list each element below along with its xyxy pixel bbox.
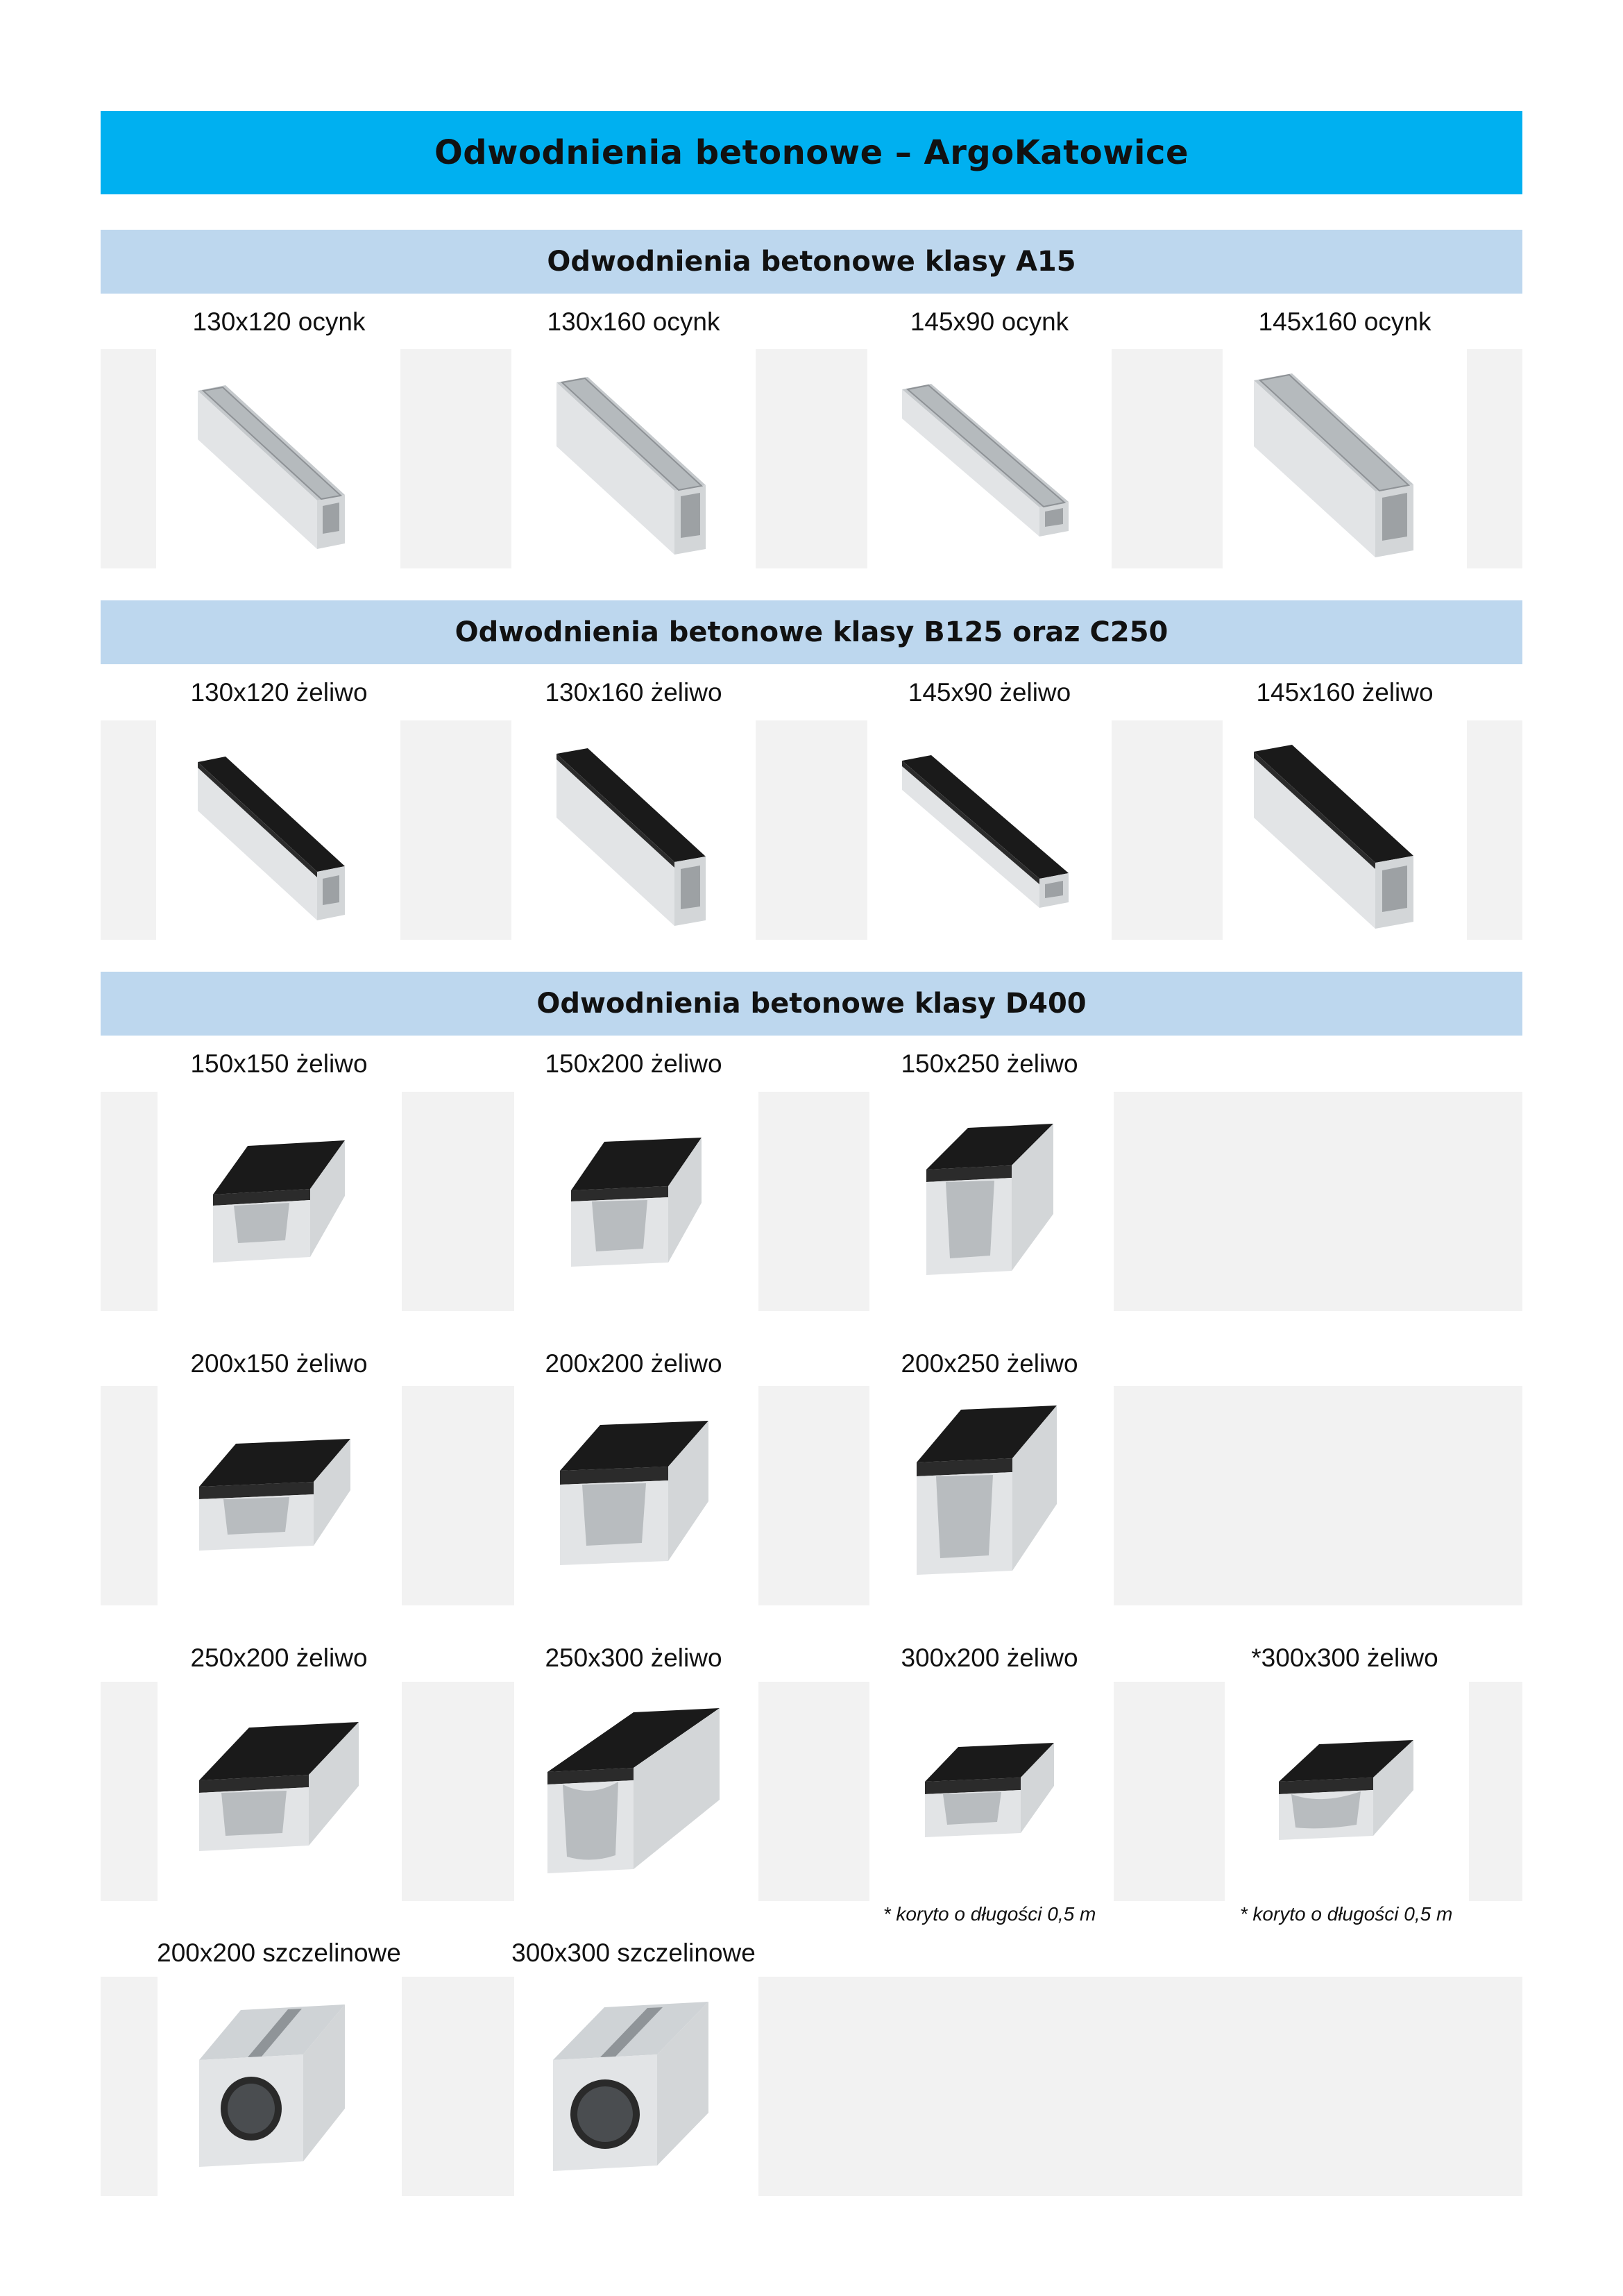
- section-heading-text: Odwodnienia betonowe klasy A15: [547, 246, 1076, 278]
- product-image: [158, 1977, 402, 2196]
- concrete-channel-galvanized-grate-icon: [198, 385, 345, 549]
- product-label: 130x160 ocynk: [547, 307, 720, 336]
- section-heading-d400: Odwodnienia betonowe klasy D400: [101, 972, 1522, 1036]
- concrete-channel-cast-iron-grate-icon: [902, 755, 1069, 908]
- section-heading-a15: Odwodnienia betonowe klasy A15: [101, 230, 1522, 294]
- product-image: [156, 349, 400, 568]
- length-footnote: * koryto o długości 0,5 m: [883, 1903, 1096, 1925]
- image-band-d400-row2: [101, 1386, 1522, 1605]
- product-image: [511, 349, 756, 568]
- concrete-channel-cast-iron-grate-icon: [199, 1439, 350, 1551]
- product-label: 145x90 ocynk: [910, 307, 1069, 336]
- product-label: 130x160 żeliwo: [545, 678, 722, 707]
- product-image: [869, 1682, 1114, 1901]
- product-image: [1223, 720, 1467, 940]
- product-image: [869, 1386, 1114, 1605]
- concrete-channel-cast-iron-grate-icon: [547, 1708, 720, 1873]
- concrete-channel-cast-iron-grate-icon: [198, 757, 345, 920]
- product-label: 145x160 ocynk: [1258, 307, 1431, 336]
- product-label: 130x120 ocynk: [192, 307, 366, 336]
- product-image: [158, 1092, 402, 1311]
- concrete-channel-cast-iron-grate-icon: [917, 1406, 1057, 1575]
- product-label: 150x200 żeliwo: [545, 1049, 722, 1078]
- product-label: 150x250 żeliwo: [901, 1049, 1078, 1078]
- concrete-channel-cast-iron-grate-icon: [556, 748, 706, 926]
- product-label: 145x160 żeliwo: [1256, 678, 1434, 707]
- concrete-channel-cast-iron-grate-icon: [926, 1124, 1053, 1275]
- slot-drain-block-icon: [553, 2002, 708, 2171]
- product-image: [514, 1386, 758, 1605]
- product-image: [158, 1386, 402, 1605]
- concrete-channel-cast-iron-grate-icon: [560, 1421, 708, 1565]
- product-image: [511, 720, 756, 940]
- concrete-channel-cast-iron-grate-icon: [213, 1140, 345, 1263]
- product-label: 200x250 żeliwo: [901, 1349, 1078, 1378]
- product-image: [514, 1977, 758, 2196]
- length-footnote: * koryto o długości 0,5 m: [1239, 1903, 1453, 1925]
- concrete-channel-galvanized-grate-icon: [902, 384, 1069, 537]
- product-image: [869, 1092, 1114, 1311]
- product-image: [514, 1682, 758, 1901]
- concrete-channel-cast-iron-grate-icon: [1279, 1740, 1413, 1840]
- product-label: 145x90 żeliwo: [908, 678, 1071, 707]
- product-label: 250x200 żeliwo: [190, 1644, 368, 1672]
- product-label: *300x300 żeliwo: [1251, 1644, 1438, 1672]
- product-label: 200x150 żeliwo: [190, 1349, 368, 1378]
- image-band-d400-row1: [101, 1092, 1522, 1311]
- concrete-channel-cast-iron-grate-icon: [199, 1722, 359, 1851]
- product-label: 200x200 szczelinowe: [157, 1939, 401, 1967]
- page-title: Odwodnienia betonowe – ArgoKatowice: [434, 133, 1189, 172]
- image-band-d400-row4: [101, 1977, 1522, 2196]
- product-image: [156, 720, 400, 940]
- concrete-channel-cast-iron-grate-icon: [1254, 745, 1413, 929]
- product-image: [867, 349, 1112, 568]
- product-label: 130x120 żeliwo: [190, 678, 368, 707]
- concrete-channel-galvanized-grate-icon: [556, 377, 706, 555]
- image-band-d400-row3: [101, 1682, 1522, 1901]
- concrete-channel-cast-iron-grate-icon: [925, 1743, 1054, 1837]
- section-heading-b125-c250: Odwodnienia betonowe klasy B125 oraz C25…: [101, 600, 1522, 664]
- concrete-channel-galvanized-grate-icon: [1254, 373, 1413, 557]
- product-label: 300x300 szczelinowe: [511, 1939, 756, 1967]
- image-band-a15: [101, 349, 1522, 568]
- product-label: 250x300 żeliwo: [545, 1644, 722, 1672]
- concrete-channel-cast-iron-grate-icon: [571, 1138, 702, 1267]
- product-image: [867, 720, 1112, 940]
- section-heading-text: Odwodnienia betonowe klasy B125 oraz C25…: [454, 616, 1169, 648]
- product-label: 200x200 żeliwo: [545, 1349, 722, 1378]
- product-image: [158, 1682, 402, 1901]
- section-heading-text: Odwodnienia betonowe klasy D400: [536, 988, 1087, 1020]
- product-image: [1223, 349, 1467, 568]
- product-label: 150x150 żeliwo: [190, 1049, 368, 1078]
- product-image: [1225, 1682, 1469, 1901]
- product-image: [514, 1092, 758, 1311]
- slot-drain-block-icon: [199, 2004, 345, 2167]
- product-label: 300x200 żeliwo: [901, 1644, 1078, 1672]
- image-band-b125-c250: [101, 720, 1522, 940]
- page-title-bar: Odwodnienia betonowe – ArgoKatowice: [101, 111, 1522, 194]
